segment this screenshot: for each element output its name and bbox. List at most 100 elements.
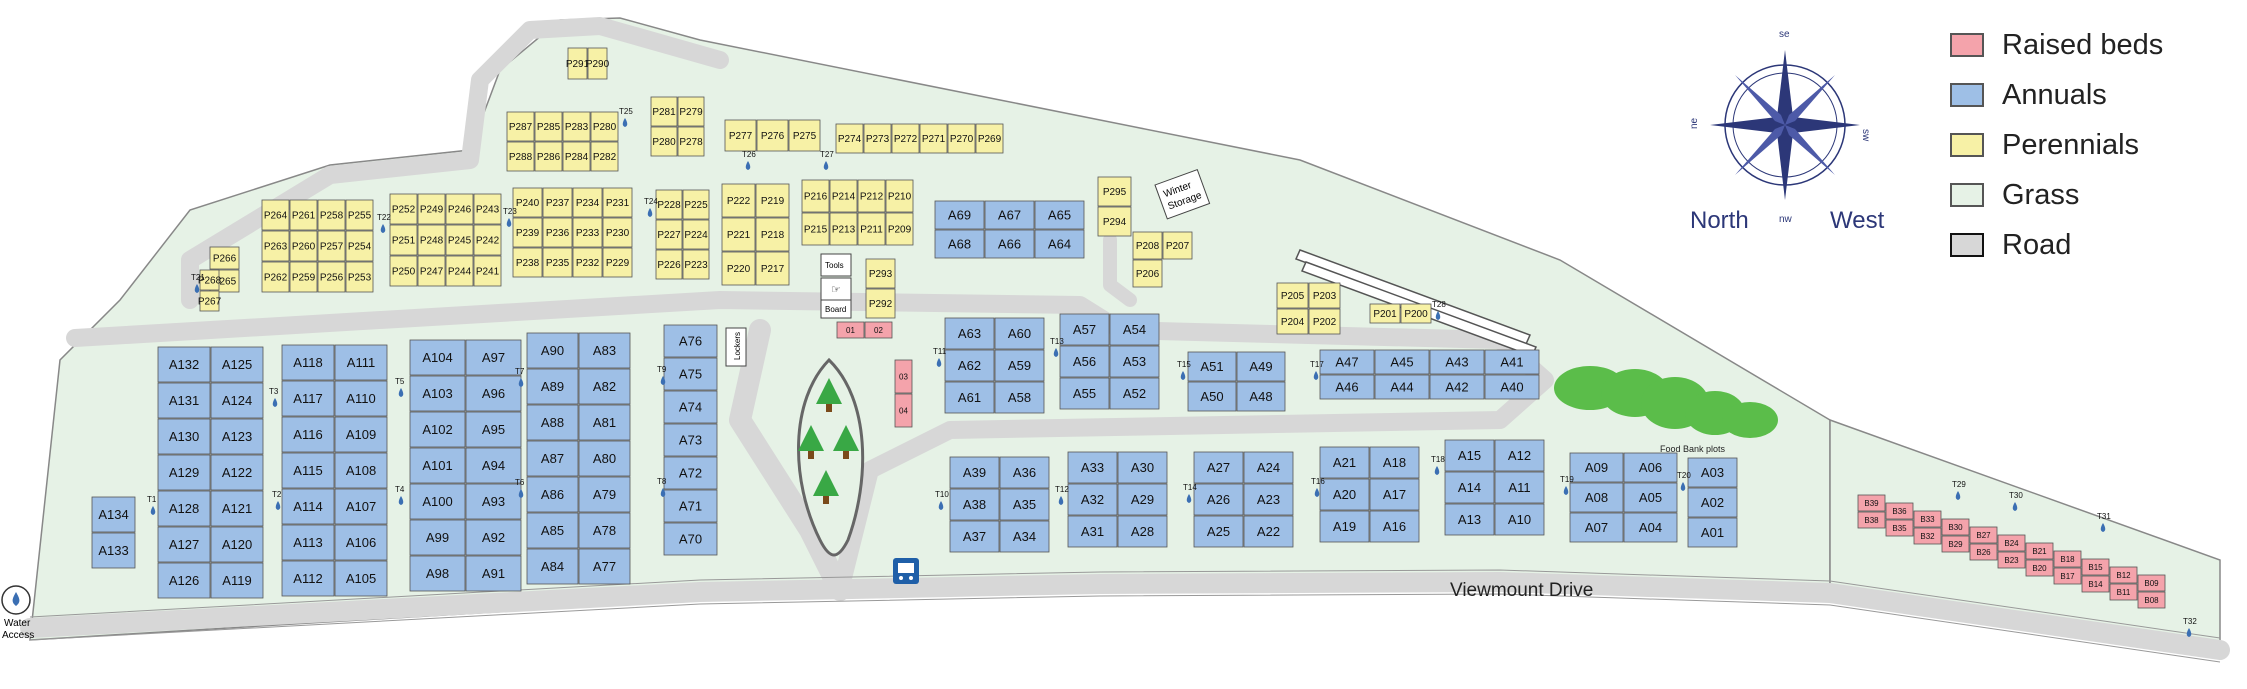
plot-a131[interactable]: A131 bbox=[157, 382, 211, 419]
plot-a129[interactable]: A129 bbox=[157, 454, 211, 491]
plot-p201[interactable]: P201 bbox=[1369, 303, 1401, 324]
plot-a31[interactable]: A31 bbox=[1067, 515, 1118, 548]
plot-p292[interactable]: P292 bbox=[865, 288, 896, 319]
water-tap-t7[interactable]: T7 bbox=[515, 367, 525, 387]
water-tap-t10[interactable]: T10 bbox=[935, 490, 949, 510]
water-tap-t31[interactable]: T31 bbox=[2097, 512, 2111, 532]
plot-b35[interactable]: B35 bbox=[1885, 519, 1914, 537]
plot-b23[interactable]: B23 bbox=[1997, 551, 2026, 569]
plot-a73[interactable]: A73 bbox=[663, 423, 718, 457]
water-tap-t32[interactable]: T32 bbox=[2183, 617, 2197, 637]
plot-p273[interactable]: P273 bbox=[863, 123, 892, 154]
plot-p202[interactable]: P202 bbox=[1308, 308, 1341, 335]
plot-a69[interactable]: A69 bbox=[934, 200, 985, 230]
plot-a60[interactable]: A60 bbox=[994, 317, 1045, 350]
plot-p222[interactable]: P222 bbox=[721, 183, 756, 218]
plot-p259[interactable]: P259 bbox=[289, 261, 318, 293]
plot-a29[interactable]: A29 bbox=[1117, 483, 1168, 516]
plot-p294[interactable]: P294 bbox=[1097, 206, 1132, 237]
plot-p290[interactable]: P290 bbox=[586, 47, 610, 80]
plot-a115[interactable]: A115 bbox=[281, 452, 335, 489]
plot-a39[interactable]: A39 bbox=[949, 456, 1000, 489]
plot-p221[interactable]: P221 bbox=[721, 217, 756, 252]
plot-a04[interactable]: A04 bbox=[1623, 512, 1678, 543]
plot-a80[interactable]: A80 bbox=[578, 440, 631, 477]
plot-a122[interactable]: A122 bbox=[210, 454, 264, 491]
plot-a88[interactable]: A88 bbox=[526, 404, 579, 441]
plot-a27[interactable]: A27 bbox=[1193, 451, 1244, 484]
plot-p214[interactable]: P214 bbox=[829, 179, 858, 213]
water-tap-t17[interactable]: T17 bbox=[1310, 360, 1324, 380]
plot-p227[interactable]: P227 bbox=[655, 219, 683, 250]
plot-b09[interactable]: B09 bbox=[2137, 574, 2166, 592]
water-tap-t11[interactable]: T11 bbox=[933, 347, 947, 367]
plot-b18[interactable]: B18 bbox=[2053, 550, 2082, 568]
plot-p253[interactable]: P253 bbox=[345, 261, 374, 293]
plot-a56[interactable]: A56 bbox=[1059, 345, 1110, 378]
plot-a74[interactable]: A74 bbox=[663, 390, 718, 424]
plot-a98[interactable]: A98 bbox=[409, 555, 466, 592]
plot-a126[interactable]: A126 bbox=[157, 562, 211, 599]
plot-a26[interactable]: A26 bbox=[1193, 483, 1244, 516]
water-tap-t12[interactable]: T12 bbox=[1055, 485, 1069, 505]
plot-b27[interactable]: B27 bbox=[1969, 526, 1998, 544]
plot-02[interactable]: 02 bbox=[864, 321, 893, 339]
plot-p219[interactable]: P219 bbox=[755, 183, 790, 218]
plot-b20[interactable]: B20 bbox=[2025, 559, 2054, 577]
plot-a20[interactable]: A20 bbox=[1319, 478, 1370, 511]
plot-b21[interactable]: B21 bbox=[2025, 542, 2054, 560]
plot-p286[interactable]: P286 bbox=[534, 141, 563, 172]
plot-p245[interactable]: P245 bbox=[445, 224, 474, 256]
plot-a105[interactable]: A105 bbox=[334, 560, 388, 597]
water-tap-t20[interactable]: T20 bbox=[1677, 471, 1691, 491]
water-tap-t25[interactable]: T25 bbox=[619, 107, 633, 127]
plot-a132[interactable]: A132 bbox=[157, 346, 211, 383]
water-tap-t28[interactable]: T28 bbox=[1432, 300, 1446, 320]
plot-p200[interactable]: P200 bbox=[1400, 303, 1432, 324]
plot-b24[interactable]: B24 bbox=[1997, 534, 2026, 552]
plot-a62[interactable]: A62 bbox=[944, 349, 995, 382]
plot-b08[interactable]: B08 bbox=[2137, 591, 2166, 609]
plot-a61[interactable]: A61 bbox=[944, 381, 995, 414]
plot-b30[interactable]: B30 bbox=[1941, 518, 1970, 536]
plot-a22[interactable]: A22 bbox=[1243, 515, 1294, 548]
plot-a43[interactable]: A43 bbox=[1429, 349, 1485, 375]
plot-a10[interactable]: A10 bbox=[1494, 503, 1545, 536]
plot-a17[interactable]: A17 bbox=[1369, 478, 1420, 511]
plot-p291[interactable]: P291 bbox=[566, 47, 590, 80]
plot-p238[interactable]: P238 bbox=[512, 247, 543, 278]
plot-p230[interactable]: P230 bbox=[602, 217, 633, 248]
plot-a12[interactable]: A12 bbox=[1494, 439, 1545, 472]
water-tap-t22[interactable]: T22 bbox=[377, 213, 391, 233]
plot-a121[interactable]: A121 bbox=[210, 490, 264, 527]
plot-a85[interactable]: A85 bbox=[526, 512, 579, 549]
plot-a40[interactable]: A40 bbox=[1484, 374, 1540, 400]
plot-a112[interactable]: A112 bbox=[281, 560, 335, 597]
plot-p282[interactable]: P282 bbox=[590, 141, 619, 172]
plot-p205[interactable]: P205 bbox=[1276, 282, 1309, 309]
water-tap-t3[interactable]: T3 bbox=[269, 387, 279, 407]
plot-p285[interactable]: P285 bbox=[534, 111, 563, 142]
plot-a65[interactable]: A65 bbox=[1034, 200, 1085, 230]
plot-a117[interactable]: A117 bbox=[281, 380, 335, 417]
water-tap-t4[interactable]: T4 bbox=[395, 485, 405, 505]
plot-a36[interactable]: A36 bbox=[999, 456, 1050, 489]
plot-p237[interactable]: P237 bbox=[542, 187, 573, 218]
plot-a64[interactable]: A64 bbox=[1034, 229, 1085, 259]
plot-a71[interactable]: A71 bbox=[663, 489, 718, 523]
plot-a41[interactable]: A41 bbox=[1484, 349, 1540, 375]
plot-a82[interactable]: A82 bbox=[578, 368, 631, 405]
plot-a53[interactable]: A53 bbox=[1109, 345, 1160, 378]
plot-a103[interactable]: A103 bbox=[409, 375, 466, 412]
plot-a32[interactable]: A32 bbox=[1067, 483, 1118, 516]
plot-p213[interactable]: P213 bbox=[829, 212, 858, 246]
plot-a92[interactable]: A92 bbox=[465, 519, 522, 556]
water-tap-t26[interactable]: T26 bbox=[742, 150, 756, 170]
plot-b17[interactable]: B17 bbox=[2053, 567, 2082, 585]
plot-p228[interactable]: P228 bbox=[655, 189, 683, 220]
plot-p252[interactable]: P252 bbox=[389, 193, 418, 225]
plot-a101[interactable]: A101 bbox=[409, 447, 466, 484]
plot-a89[interactable]: A89 bbox=[526, 368, 579, 405]
plot-p239[interactable]: P239 bbox=[512, 217, 543, 248]
water-tap-t27[interactable]: T27 bbox=[820, 150, 834, 170]
